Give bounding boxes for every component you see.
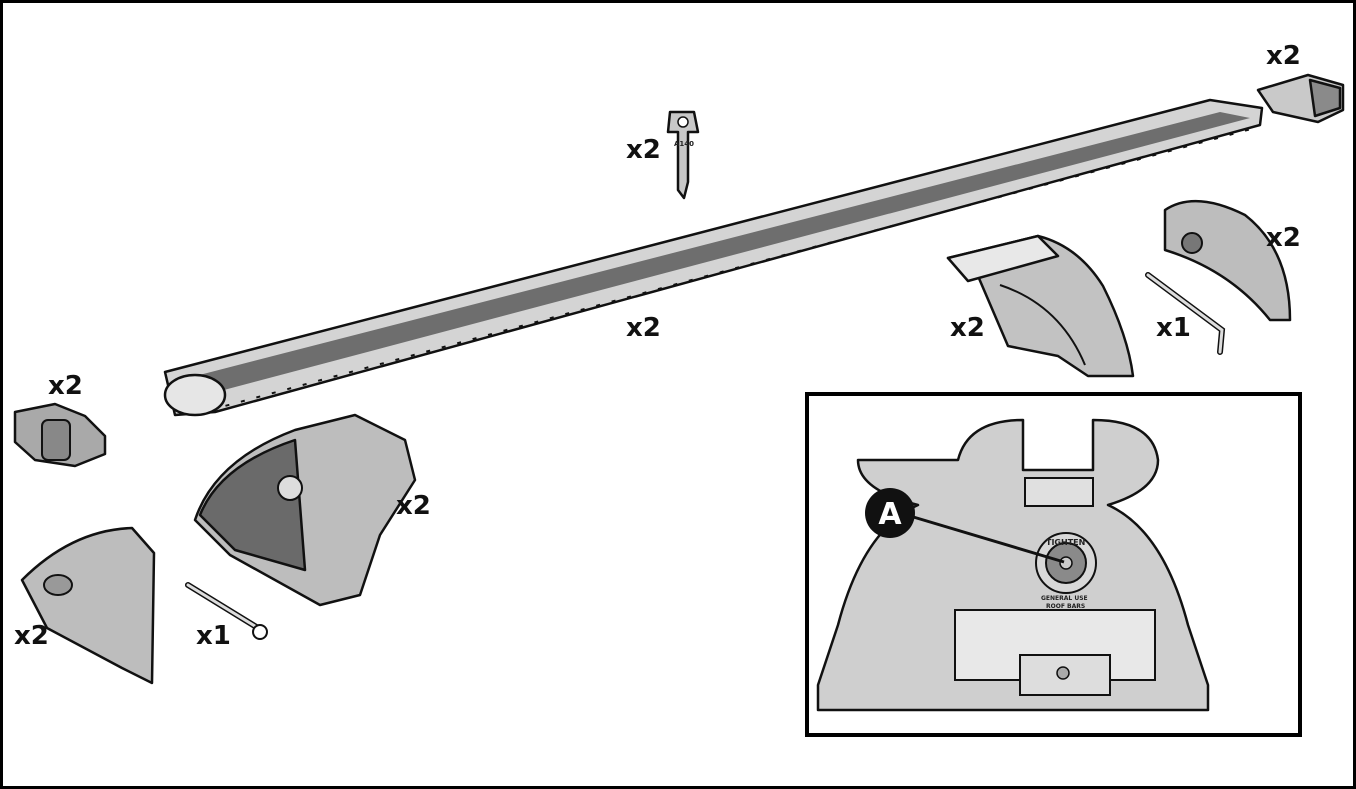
foot-pad-right-quantity: x2 [950,313,985,343]
key-quantity: x2 [626,135,661,165]
key-icon: A140 [666,110,700,200]
tighten-label: TIGHTEN [1046,538,1085,547]
cover-left-quantity: x2 [14,621,49,651]
foot-left-quantity: x2 [396,491,431,521]
end-cap-right-quantity: x2 [1266,41,1301,71]
general-use-label: GENERAL USE [1041,595,1088,602]
roof-bar [163,98,1264,417]
roof-bars-label: ROOF BARS [1046,603,1085,610]
key-code: A140 [674,140,694,148]
end-cap-left [13,402,107,468]
cover-right [1163,199,1292,322]
hex-key-icon [1145,272,1226,355]
tool-left-icon [185,582,268,640]
cover-left [20,526,156,685]
hex-key-quantity: x1 [1156,313,1191,343]
cover-right-quantity: x2 [1266,223,1301,253]
parts-illustration: x2 A140 x2 x2 x2 x1 x2 x2 x2 [13,41,1345,737]
end-cap-left-quantity: x2 [48,371,83,401]
roof-bar-quantity: x2 [626,313,661,343]
foot-left [193,413,417,607]
detail-inset: TIGHTEN GENERAL USE ROOF BARS A [805,392,1302,737]
foot-pad-right [946,234,1135,378]
tool-left-quantity: x1 [196,621,231,651]
callout-a: A [878,497,902,532]
end-cap-right [1256,73,1345,124]
